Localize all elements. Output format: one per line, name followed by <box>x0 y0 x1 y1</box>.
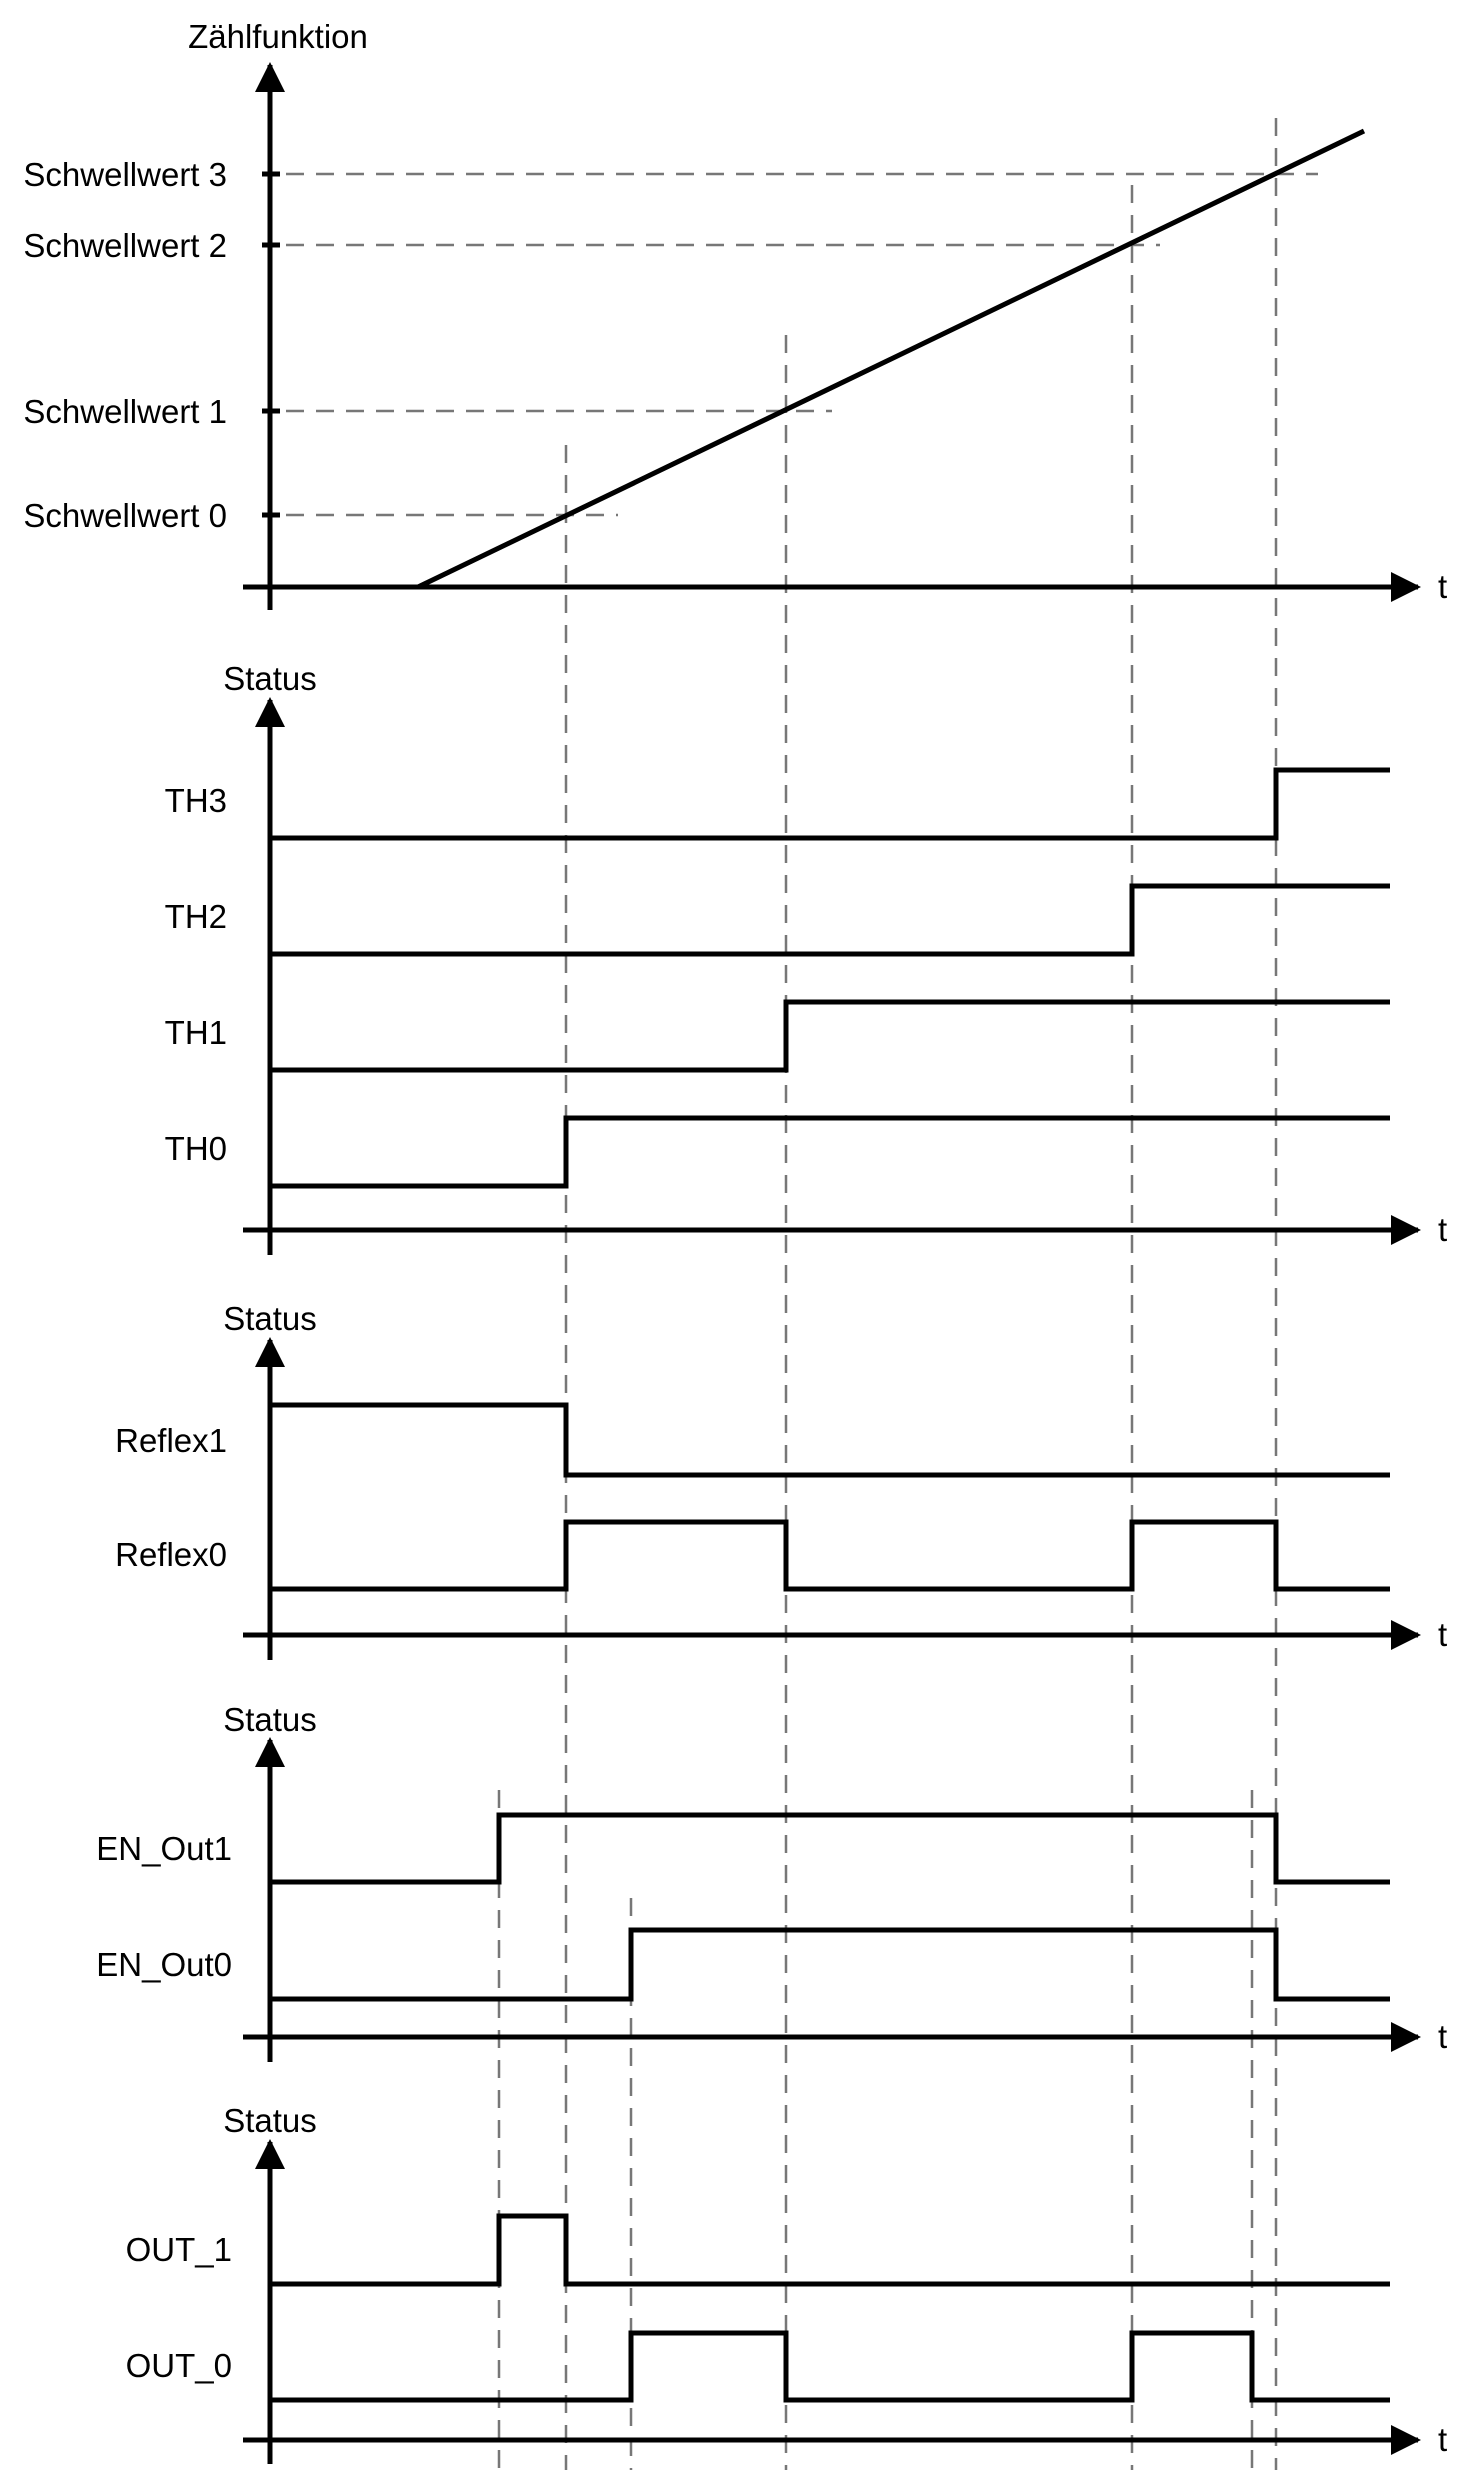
count-ramp <box>416 128 1366 590</box>
signal-trace-reflex0 <box>272 1519 1390 1592</box>
signal-label-th1: TH1 <box>165 1014 227 1051</box>
threshold-label-2: Schwellwert 2 <box>23 227 227 264</box>
signal-trace-th1 <box>272 999 1390 1073</box>
signal-trace-th3 <box>272 767 1390 841</box>
en-panel: Status t EN_Out1 EN_Out0 <box>96 1701 1447 2062</box>
th-x-axis-label: t <box>1438 1211 1447 1248</box>
signal-trace-out-1 <box>272 2213 1390 2287</box>
reflex-x-axis-label: t <box>1438 1616 1447 1653</box>
signal-label-th3: TH3 <box>165 782 227 819</box>
threshold-label-1: Schwellwert 1 <box>23 393 227 430</box>
en-x-axis-label: t <box>1438 2018 1447 2055</box>
reflex-y-axis-label: Status <box>223 1300 317 1337</box>
threshold-label-0: Schwellwert 0 <box>23 497 227 534</box>
signal-label-en-out1: EN_Out1 <box>96 1830 232 1867</box>
signal-label-th2: TH2 <box>165 898 227 935</box>
signal-label-out-1: OUT_1 <box>126 2231 232 2268</box>
signal-label-th0: TH0 <box>165 1130 227 1167</box>
out-y-axis-label: Status <box>223 2102 317 2139</box>
guide-lines <box>497 118 1278 2470</box>
signal-trace-th2 <box>272 883 1390 957</box>
en-y-axis-label: Status <box>223 1701 317 1738</box>
th-y-axis-label: Status <box>223 660 317 697</box>
count-x-axis-label: t <box>1438 568 1447 605</box>
signal-trace-reflex1 <box>272 1402 1390 1478</box>
signal-label-reflex0: Reflex0 <box>115 1536 227 1573</box>
th-panel: Status t TH3 TH2 TH1 TH0 <box>165 660 1447 1255</box>
count-y-axis-label: Zählfunktion <box>188 18 368 55</box>
reflex-panel: Status t Reflex1 Reflex0 <box>115 1300 1447 1660</box>
signal-trace-en-out0 <box>272 1927 1390 2002</box>
signal-trace-en-out1 <box>272 1812 1390 1885</box>
out-x-axis-label: t <box>1438 2421 1447 2458</box>
out-panel: Status t OUT_1 OUT_0 <box>126 2102 1447 2464</box>
signal-trace-out-0 <box>272 2330 1390 2403</box>
signal-trace-th0 <box>272 1115 1390 1189</box>
count-panel: Zählfunktion t Schwellwert 3 Schwellwert… <box>23 18 1447 610</box>
signal-label-en-out0: EN_Out0 <box>96 1946 232 1983</box>
signal-label-out-0: OUT_0 <box>126 2347 232 2384</box>
signal-label-reflex1: Reflex1 <box>115 1422 227 1459</box>
threshold-label-3: Schwellwert 3 <box>23 156 227 193</box>
